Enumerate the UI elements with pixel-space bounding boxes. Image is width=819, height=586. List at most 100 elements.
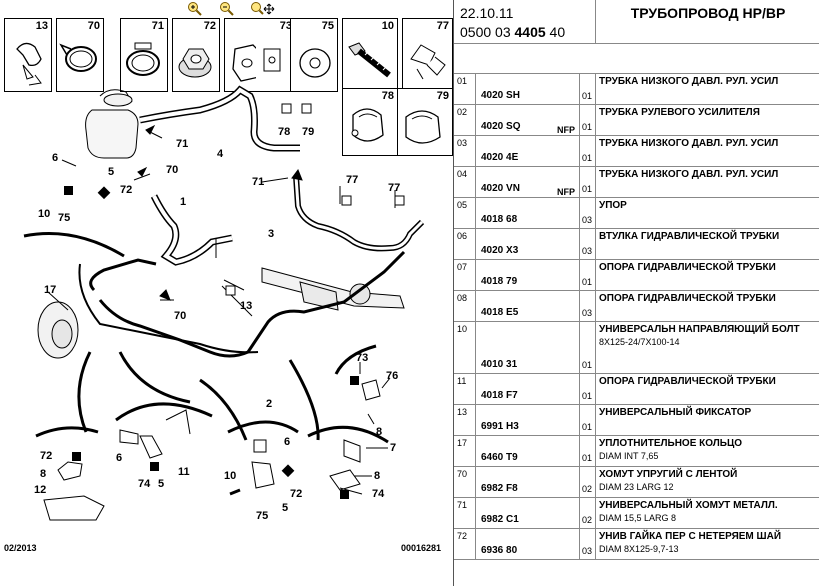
callout-label[interactable]: 77 — [346, 174, 359, 186]
part-code[interactable]: 4020 X3 — [481, 245, 519, 256]
callout-label[interactable]: 10 — [38, 208, 51, 220]
part-code[interactable]: 6936 80 — [481, 545, 518, 556]
callout-label[interactable]: 75 — [256, 510, 269, 522]
part-code-cell[interactable]: 6991 H3 — [476, 405, 580, 435]
part-code-cell[interactable]: 4010 31 — [476, 322, 580, 373]
part-cell[interactable]: 10 — [342, 18, 398, 92]
part-cell[interactable]: 73 — [256, 18, 296, 92]
pan-zoom-icon[interactable] — [250, 1, 276, 17]
callout-label[interactable]: 5 — [282, 502, 289, 514]
callout-label[interactable]: 12 — [34, 484, 47, 496]
callout-label[interactable]: 75 — [58, 212, 71, 224]
callout-label[interactable]: 8 — [40, 468, 47, 480]
part-code[interactable]: 6460 T9 — [481, 452, 518, 463]
callout-label[interactable]: 3 — [268, 228, 275, 240]
part-description: УНИВЕРСАЛЬН НАПРАВЛЯЮЩИЙ БОЛТ — [599, 324, 800, 335]
part-code-cell[interactable]: 4018 68 — [476, 198, 580, 228]
callout-label[interactable]: 6 — [52, 152, 59, 164]
part-cell[interactable]: 77 — [402, 18, 453, 92]
callout-label[interactable]: 6 — [116, 452, 123, 464]
part-cell[interactable]: 13 — [4, 18, 52, 92]
callout-label[interactable]: 77 — [388, 182, 401, 194]
callout-label[interactable]: 13 — [240, 300, 253, 312]
callout-label[interactable]: 6 — [284, 436, 291, 448]
callout-label[interactable]: 8 — [376, 426, 383, 438]
callout-label[interactable]: 71 — [176, 138, 189, 150]
callout-label[interactable]: 70 — [174, 310, 187, 322]
part-code-cell[interactable]: 4020 X3 — [476, 229, 580, 259]
part-code[interactable]: 4020 VN — [481, 183, 520, 194]
callout-label[interactable]: 1 — [180, 196, 187, 208]
part-code[interactable]: 4020 SQ — [481, 121, 521, 132]
callout-label[interactable]: 17 — [44, 284, 57, 296]
part-code[interactable]: 6991 H3 — [481, 421, 519, 432]
callout-label[interactable]: 72 — [40, 450, 53, 462]
callout-label[interactable]: 5 — [108, 166, 115, 178]
part-code[interactable]: 4018 79 — [481, 276, 518, 287]
callout-label[interactable]: 71 — [252, 176, 265, 188]
part-cell[interactable]: 71 — [120, 18, 168, 92]
zoom-out-icon[interactable] — [218, 1, 236, 17]
part-code[interactable]: 6982 F8 — [481, 483, 518, 494]
callout-label[interactable]: 70 — [166, 164, 179, 176]
callout-label[interactable]: 76 — [386, 370, 399, 382]
callout-label[interactable]: 72 — [120, 184, 133, 196]
part-spec: 8X125-24/7X100-14 — [599, 337, 680, 347]
callout-label[interactable]: 74 — [138, 478, 151, 490]
callout-label[interactable]: 5 — [158, 478, 165, 490]
part-code[interactable]: 4018 F7 — [481, 390, 518, 401]
row-number: 70 — [454, 467, 476, 497]
part-cell[interactable]: 72 — [172, 18, 220, 92]
part-code[interactable]: 6982 C1 — [481, 514, 519, 525]
part-code-cell[interactable]: 6982 C1 — [476, 498, 580, 528]
part-cell[interactable]: 78 — [342, 88, 398, 156]
callout-label[interactable]: 74 — [372, 488, 385, 500]
part-cell[interactable]: 75 — [290, 18, 338, 92]
part-code[interactable]: 4018 E5 — [481, 307, 519, 318]
callout-label[interactable]: 11 — [178, 466, 190, 478]
part-code-cell[interactable]: 4018 F7 — [476, 374, 580, 404]
callout-label[interactable]: 73 — [356, 352, 369, 364]
part-cell[interactable]: 70 — [56, 18, 104, 92]
callout-label[interactable]: 79 — [302, 126, 315, 138]
callout-label[interactable]: 72 — [290, 488, 303, 500]
part-code-cell[interactable]: 6936 80 — [476, 529, 580, 559]
part-code[interactable]: 4018 68 — [481, 214, 518, 225]
part-cell[interactable]: 79 — [398, 88, 453, 156]
part-code[interactable]: 4020 SH — [481, 90, 520, 101]
desc-cell: УНИВЕРСАЛЬНЫЙ ФИКСАТОР — [596, 405, 819, 435]
part-code-cell[interactable]: 4018 79 — [476, 260, 580, 290]
part-code[interactable]: 4010 31 — [481, 359, 518, 370]
callout-label[interactable]: 4 — [217, 148, 224, 160]
callout-label[interactable]: 2 — [266, 398, 273, 410]
callout-label[interactable]: 78 — [278, 126, 291, 138]
part-code-cell[interactable]: 6460 T9 — [476, 436, 580, 466]
callout-label[interactable]: 8 — [374, 470, 381, 482]
part-code-cell[interactable]: 4020 4E — [476, 136, 580, 166]
callout-label[interactable]: 7 — [390, 442, 397, 454]
part-code[interactable]: 4020 4E — [481, 152, 519, 163]
zoom-in-icon[interactable] — [186, 1, 204, 17]
callout-label[interactable]: 10 — [224, 470, 237, 482]
part-code-cell[interactable]: 6982 F8 — [476, 467, 580, 497]
part-code-cell[interactable]: 4020 SH — [476, 74, 580, 104]
part-code-cell[interactable]: 4018 E5 — [476, 291, 580, 321]
